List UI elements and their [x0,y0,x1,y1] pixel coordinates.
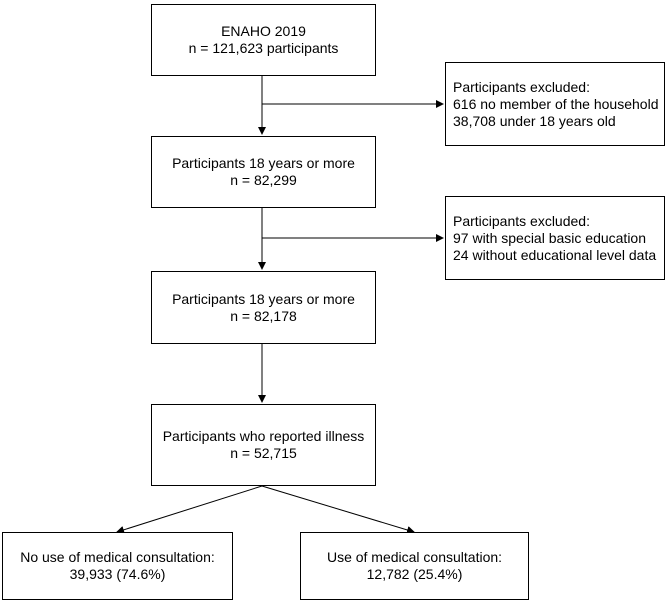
exclusion-2-reason-education: 97 with special basic education [453,229,647,246]
exclusion-box-1: Participants excluded: 616 no member of … [445,62,665,146]
no-use-title: No use of medical consultation: [20,549,215,565]
use-box: Use of medical consultation: 12,782 (25.… [300,532,529,600]
exclusion-2-reason-missing: 24 without educational level data [453,246,657,263]
exclusion-1-reason-age: 38,708 under 18 years old [453,112,616,129]
source-title: ENAHO 2019 [221,23,306,39]
arrow-illness-to-no-use [116,485,263,534]
use-title: Use of medical consultation: [326,549,503,565]
illness-box: Participants who reported illness n = 52… [151,404,376,486]
illness-count: n = 52,715 [230,445,297,461]
illness-title: Participants who reported illness [162,428,365,444]
adults-2-title: Participants 18 years or more [172,290,355,307]
no-use-count: 39,933 (74.6%) [69,566,166,582]
use-count: 12,782 (25.4%) [366,566,463,582]
no-use-box: No use of medical consultation: 39,933 (… [2,532,233,600]
exclusion-1-title: Participants excluded: [453,78,590,95]
adults-1-count: n = 82,299 [230,172,297,188]
adults-box-2: Participants 18 years or more n = 82,178 [151,271,376,344]
arrow-illness-to-use [261,485,415,534]
adults-2-count: n = 82,178 [230,307,297,324]
exclusion-box-2: Participants excluded: 97 with special b… [445,196,665,280]
exclusion-2-title: Participants excluded: [453,212,590,229]
adults-box-1: Participants 18 years or more n = 82,299 [151,136,376,208]
adults-1-title: Participants 18 years or more [172,155,355,171]
source-count: n = 121,623 participants [188,40,339,56]
exclusion-1-reason-household: 616 no member of the household [453,95,659,112]
source-box: ENAHO 2019 n = 121,623 participants [151,4,376,76]
